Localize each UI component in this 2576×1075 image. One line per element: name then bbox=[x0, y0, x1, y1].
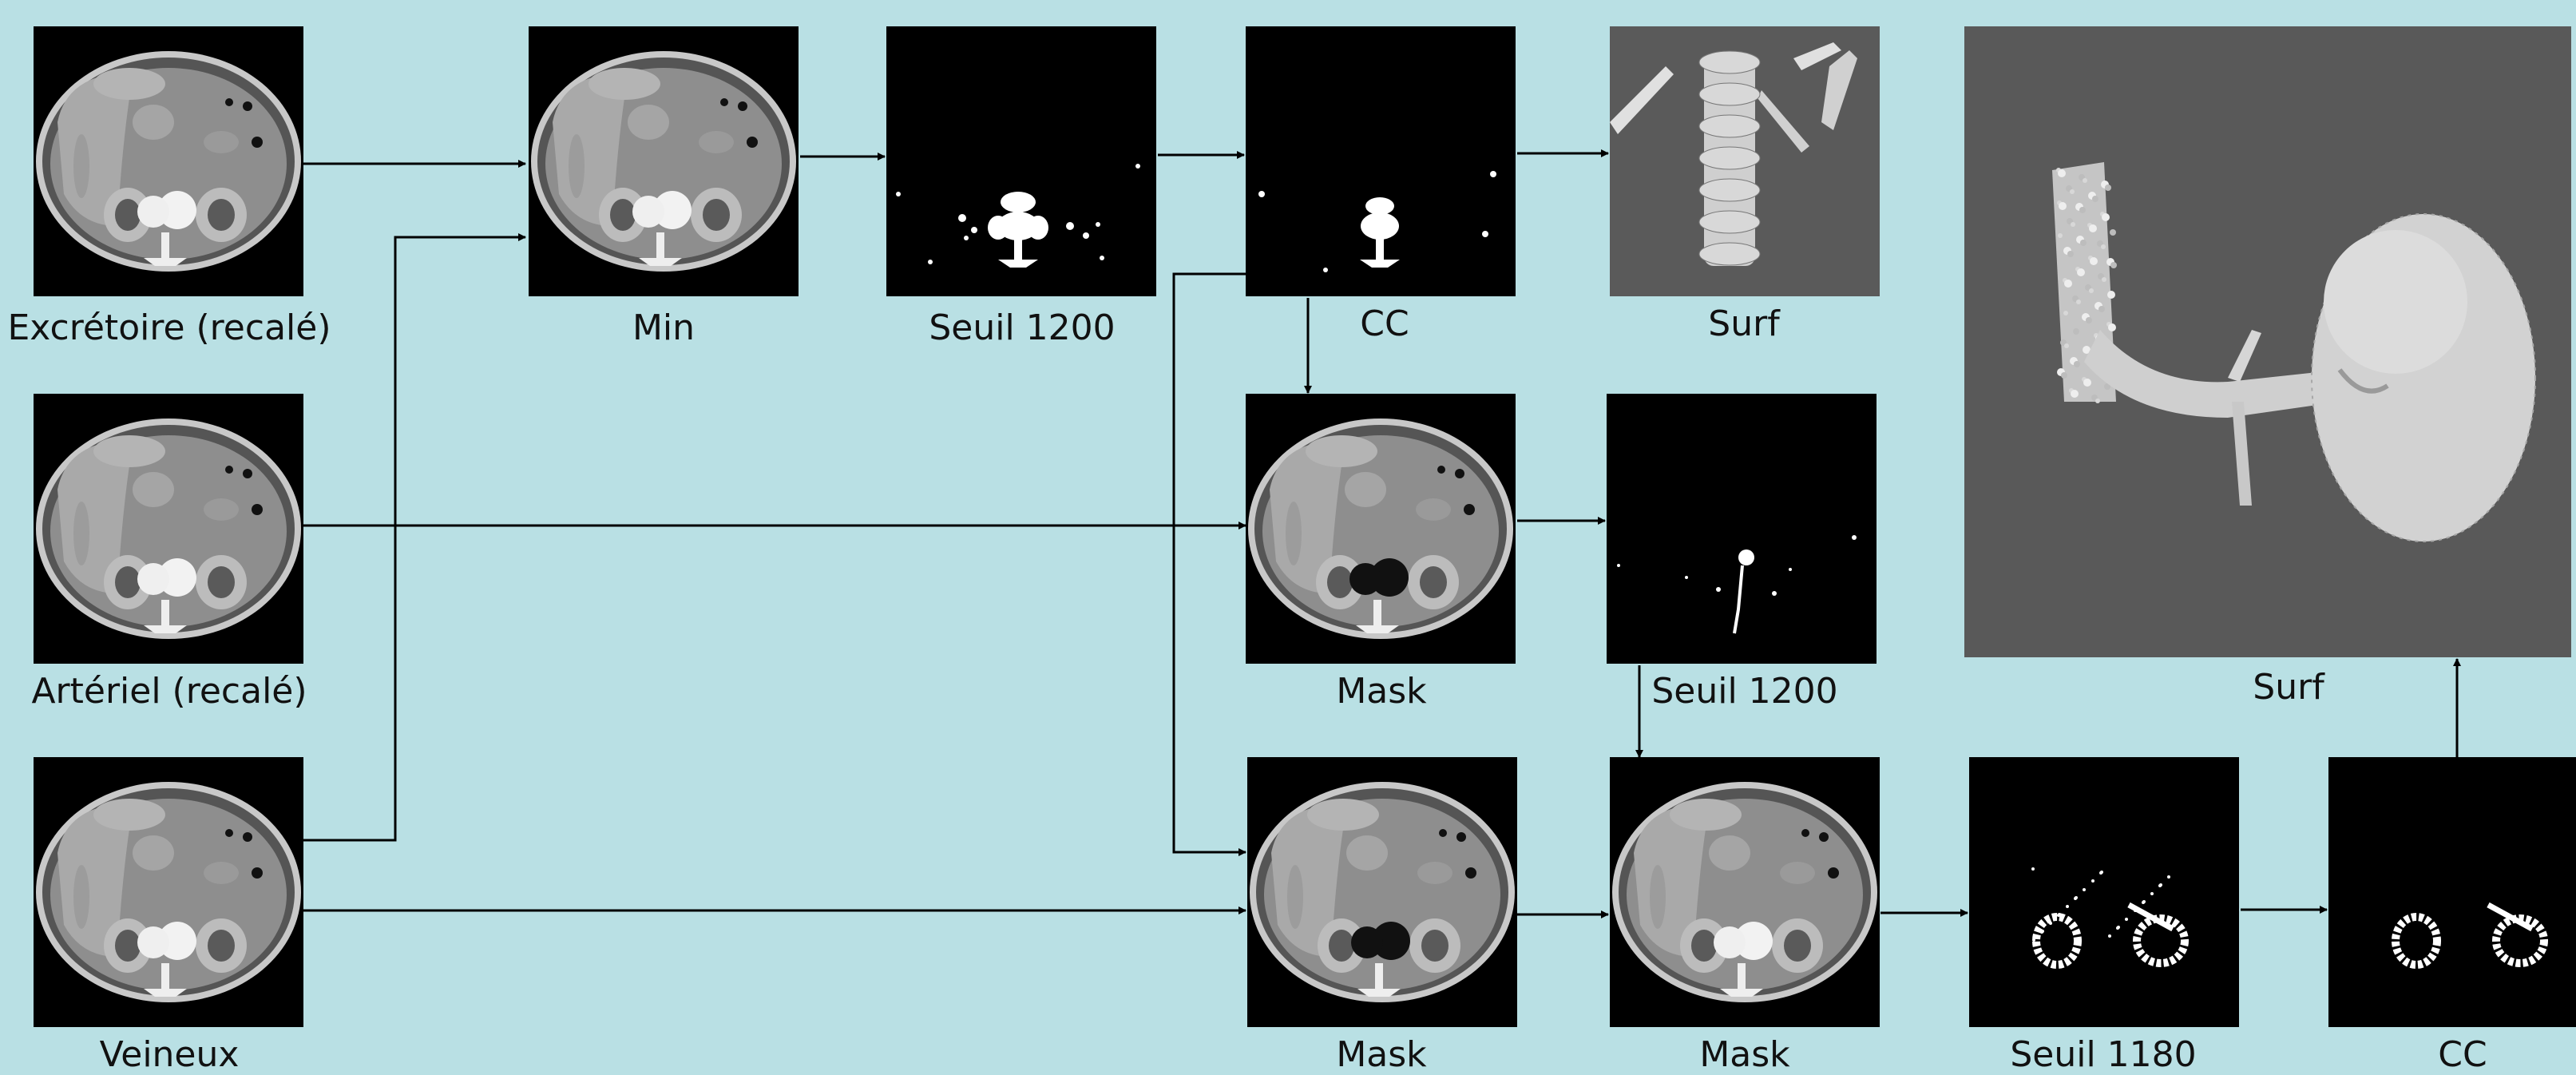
label-seuil-1180: Seuil 1180 bbox=[1896, 1034, 2311, 1075]
cc-image bbox=[1246, 26, 1516, 296]
label-mask-arterial: Mask bbox=[1174, 671, 1589, 712]
label-arteriel: Artériel (recalé) bbox=[0, 671, 377, 712]
seuil-1200-vessels-image bbox=[1607, 394, 1877, 664]
label-cc-kidneys: CC bbox=[2255, 1034, 2576, 1075]
arteriel-image bbox=[34, 394, 303, 664]
seuil-1200-image bbox=[886, 26, 1156, 296]
label-veineux: Veineux bbox=[0, 1034, 377, 1075]
min-image bbox=[529, 26, 799, 296]
mask-combined-image bbox=[1610, 757, 1880, 1027]
cc-kidneys-image bbox=[2328, 757, 2576, 1027]
label-surf-spine: Surf bbox=[1536, 303, 1952, 344]
label-seuil-1200: Seuil 1200 bbox=[814, 307, 1230, 348]
surf-spine-image bbox=[1610, 26, 1880, 296]
label-mask-venous: Mask bbox=[1174, 1034, 1589, 1075]
veineux-image bbox=[34, 757, 303, 1027]
label-excretoire: Excrétoire (recalé) bbox=[0, 307, 377, 348]
mask-venous-image bbox=[1247, 757, 1517, 1027]
label-mask-combined: Mask bbox=[1537, 1034, 1952, 1075]
label-cc: CC bbox=[1177, 303, 1592, 344]
label-min: Min bbox=[456, 307, 871, 348]
excretoire-image bbox=[34, 26, 303, 296]
label-seuil-1200-vessels: Seuil 1200 bbox=[1537, 671, 1952, 712]
seuil-1180-image bbox=[1969, 757, 2239, 1027]
mask-arterial-image bbox=[1246, 394, 1516, 664]
arrow-cc-to-mask2 bbox=[1174, 274, 1246, 852]
label-surf-kidney: Surf bbox=[2081, 667, 2496, 708]
surf-kidney-render bbox=[1964, 26, 2571, 657]
